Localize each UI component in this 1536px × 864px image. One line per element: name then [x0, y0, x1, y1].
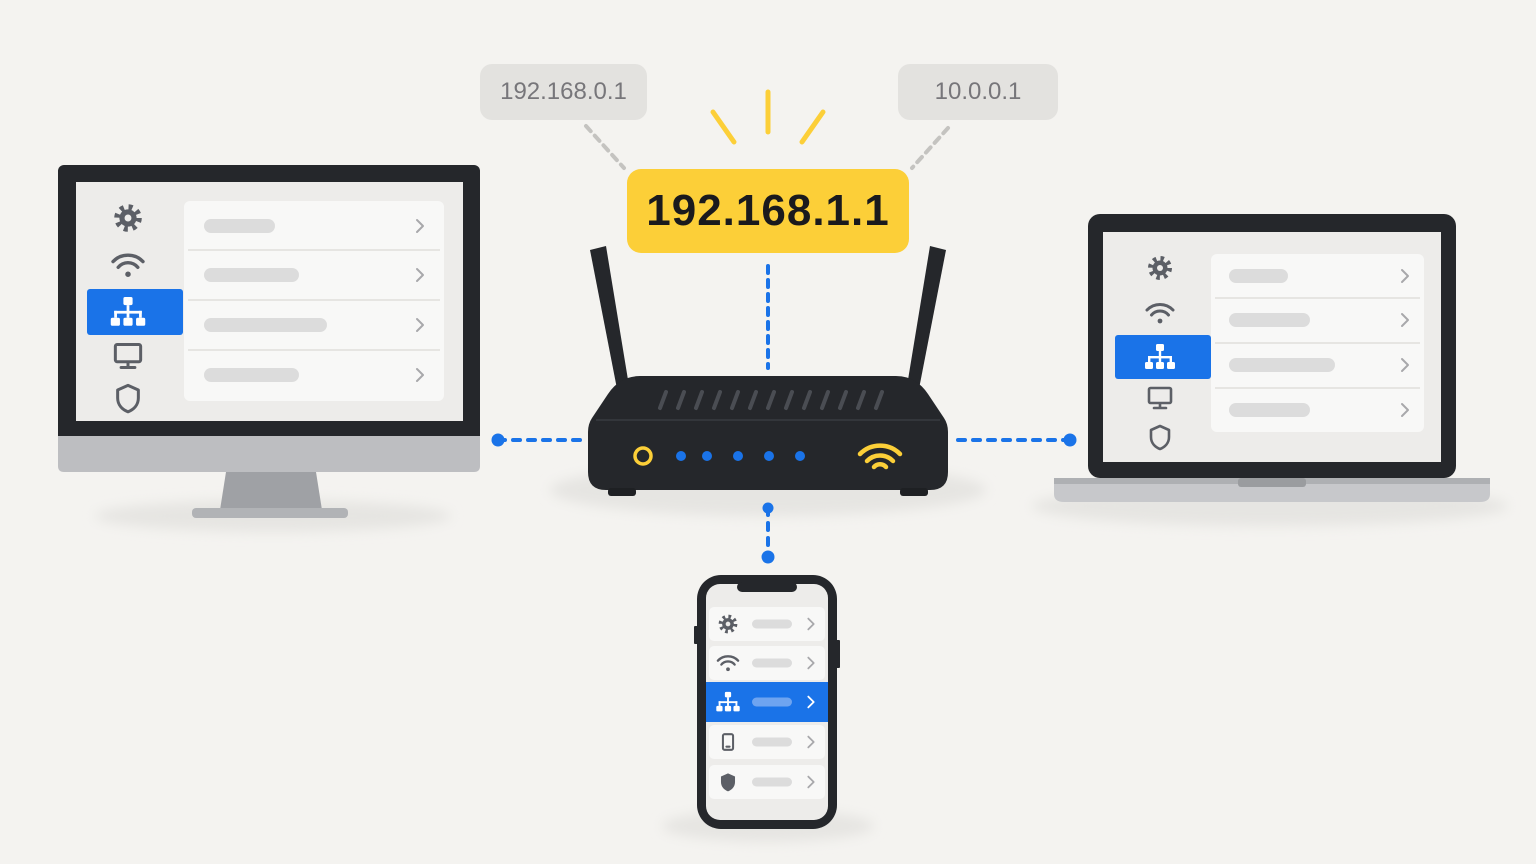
placeholder-text	[1229, 269, 1288, 283]
alt-ip-left-label: 192.168.0.1	[480, 64, 647, 120]
placeholder-text	[204, 318, 327, 332]
desktop-computer	[58, 165, 480, 518]
connection-lines	[491, 124, 1077, 564]
settings-list	[184, 201, 444, 401]
placeholder-text	[1229, 403, 1310, 417]
status-light	[764, 451, 774, 461]
phone-notch	[737, 582, 797, 592]
settings-row[interactable]	[706, 682, 828, 722]
leader-alt-left	[584, 124, 626, 170]
smartphone	[694, 575, 840, 829]
settings-list	[1211, 254, 1424, 432]
settings-row[interactable]	[1229, 269, 1409, 283]
status-light	[702, 451, 712, 461]
settings-row[interactable]	[1215, 387, 1420, 417]
alt-ip-right-label: 10.0.0.1	[898, 64, 1058, 120]
placeholder-text	[752, 658, 792, 668]
status-light	[733, 451, 743, 461]
router-antenna-right	[906, 246, 946, 394]
placeholder-text	[204, 219, 275, 233]
sidebar	[87, 208, 183, 414]
leader-alt-right	[910, 126, 950, 170]
desktop-stand	[220, 472, 322, 510]
router-vents	[658, 390, 884, 410]
sidebar	[1115, 259, 1211, 451]
connection-dot-desktop	[491, 433, 505, 447]
placeholder-text	[752, 697, 792, 707]
placeholder-text	[1229, 358, 1335, 372]
signal-burst-icon	[710, 89, 826, 145]
placeholder-text	[204, 268, 299, 282]
desktop-chin	[58, 436, 480, 472]
power-icon	[633, 446, 653, 466]
settings-row[interactable]	[709, 725, 825, 759]
settings-row[interactable]	[188, 349, 440, 382]
connection-dot-router-bottom	[762, 502, 774, 514]
connection-dot-phone	[761, 550, 775, 564]
settings-row[interactable]	[709, 646, 825, 680]
placeholder-text	[752, 619, 792, 629]
main-ip-label: 192.168.1.1	[627, 169, 909, 253]
settings-row[interactable]	[188, 299, 440, 332]
laptop-notch	[1238, 478, 1306, 487]
settings-row[interactable]	[709, 765, 825, 799]
status-light	[795, 451, 805, 461]
placeholder-text	[204, 368, 299, 382]
placeholder-text	[752, 777, 792, 787]
laptop-computer	[1054, 214, 1490, 502]
settings-row[interactable]	[204, 219, 424, 233]
router-body	[588, 376, 948, 490]
placeholder-text	[1229, 313, 1310, 327]
router-antenna-left	[590, 246, 630, 394]
desktop-stand-base	[192, 508, 348, 518]
settings-row[interactable]	[1215, 342, 1420, 372]
placeholder-text	[752, 737, 792, 747]
router	[588, 246, 948, 496]
status-light	[676, 451, 686, 461]
settings-row[interactable]	[188, 249, 440, 282]
settings-row[interactable]	[1215, 297, 1420, 327]
router-status-lights	[676, 451, 805, 461]
settings-row[interactable]	[709, 607, 825, 641]
connection-dot-laptop	[1063, 433, 1077, 447]
router-wifi-icon	[857, 443, 903, 470]
